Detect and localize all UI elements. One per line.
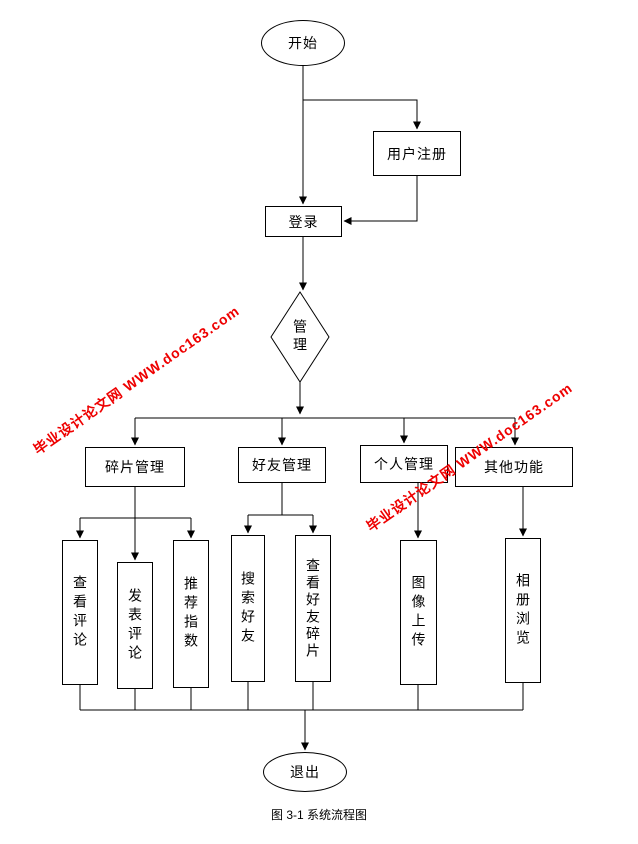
image-upload-node: 图像上传: [400, 540, 437, 685]
figure-caption: 图 3-1 系统流程图: [270, 808, 367, 822]
fragment-management-node: 碎片管理: [85, 447, 185, 487]
album-browse-node: 相册浏览: [505, 538, 541, 683]
start-node: 开始: [261, 20, 345, 66]
register-label: 用户注册: [387, 145, 447, 162]
personal-management-label: 个人管理: [374, 456, 434, 472]
friend-management-node: 好友管理: [238, 447, 326, 483]
post-comment-label: 发表评论: [127, 587, 143, 664]
search-friend-node: 搜索好友: [231, 535, 265, 682]
register-node: 用户注册: [373, 131, 461, 176]
login-node: 登录: [265, 206, 342, 237]
edge-start-register: [303, 99, 421, 130]
login-label: 登录: [288, 213, 319, 230]
other-functions-label: 其他功能: [484, 459, 544, 475]
view-comment-label: 查看评论: [72, 574, 88, 651]
start-label: 开始: [288, 35, 318, 51]
friend-management-label: 好友管理: [252, 457, 312, 473]
personal-management-node: 个人管理: [360, 445, 448, 483]
manage-diamond-shape: [270, 291, 330, 383]
fragment-management-label: 碎片管理: [105, 459, 165, 475]
view-friend-fragment-label: 查看好友碎片: [305, 557, 321, 660]
album-browse-label: 相册浏览: [515, 572, 531, 649]
exit-label: 退出: [290, 764, 320, 780]
manage-decision-label: 管理: [292, 319, 308, 355]
image-upload-label: 图像上传: [410, 574, 427, 651]
recommend-index-label: 推荐指数: [183, 576, 199, 652]
exit-node: 退出: [263, 752, 347, 792]
search-friend-label: 搜索好友: [240, 570, 256, 647]
view-friend-fragment-node: 查看好友碎片: [295, 535, 331, 682]
post-comment-node: 发表评论: [117, 562, 153, 689]
edge-register-login: [343, 176, 418, 225]
recommend-index-node: 推荐指数: [173, 540, 209, 688]
other-functions-node: 其他功能: [455, 447, 573, 487]
view-comment-node: 查看评论: [62, 540, 98, 685]
